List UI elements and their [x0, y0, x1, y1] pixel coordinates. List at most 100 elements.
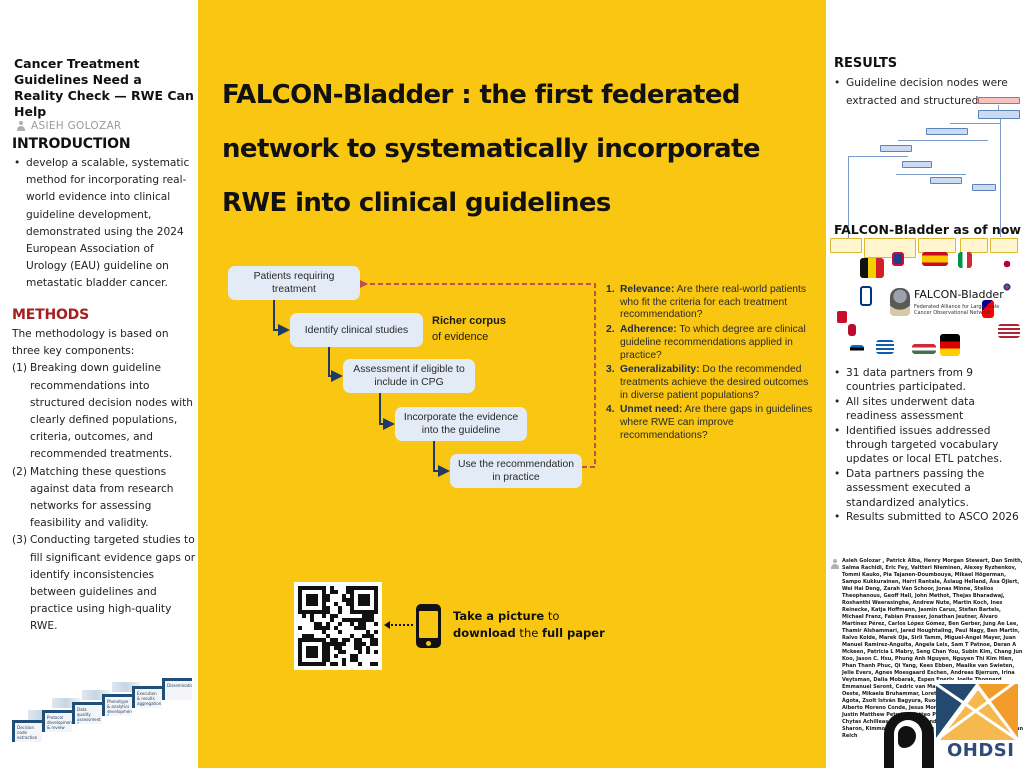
qr-module [362, 634, 366, 638]
qr-module [358, 662, 362, 666]
qr-module [366, 630, 370, 634]
stair-step: Data quality assessment & harmonization [72, 702, 102, 724]
flag-korea [1000, 280, 1014, 294]
flag-japan [1000, 258, 1014, 270]
qr-module [374, 662, 378, 666]
qr-module [302, 638, 306, 642]
tree-node [926, 128, 968, 135]
qr-module [354, 658, 358, 662]
qr-module [362, 622, 366, 626]
qr-module [298, 594, 302, 598]
qr-module [298, 654, 302, 658]
results-heading: RESULTS [834, 56, 898, 71]
qr-module [366, 610, 370, 614]
qr-module [370, 638, 374, 642]
cta-full-paper: full paper [541, 626, 605, 640]
question-text: To which degree are clinical guideline r… [620, 324, 806, 361]
tree-edge [1000, 119, 1001, 237]
qr-module [326, 610, 330, 614]
qr-module [326, 598, 330, 602]
question-term: Generalizability: [620, 364, 700, 376]
flow-arrow [433, 441, 450, 477]
methods-item-number: (1) [12, 362, 28, 375]
qr-module [374, 594, 378, 598]
qr-module [310, 594, 314, 598]
qr-module [358, 638, 362, 642]
qr-module [298, 590, 302, 594]
flag-greece [876, 340, 894, 354]
qr-module [298, 602, 302, 606]
step-thumbnail [112, 682, 140, 692]
stair-step: Dissemination [162, 678, 192, 700]
question-text: Do the recommended treatments achieve th… [620, 364, 809, 401]
qr-module [342, 658, 346, 662]
download-cta: Take a picture to download the full pape… [453, 608, 605, 642]
qr-code[interactable] [294, 582, 382, 670]
qr-module [374, 610, 378, 614]
flow-step-incorporate: Incorporate the evidence into the guidel… [395, 407, 527, 441]
tree-node [978, 110, 1020, 119]
question-item: 1.Relevance: Are there real-world patien… [606, 284, 816, 322]
tree-edge [998, 105, 999, 110]
methods-item: (1)Breaking down guideline recommendatio… [12, 360, 198, 463]
qr-module [358, 642, 362, 646]
author-name[interactable]: ASIEH GOLOZAR [31, 120, 122, 132]
qr-module [350, 606, 354, 610]
qr-module [370, 586, 374, 590]
qr-module [338, 642, 342, 646]
qr-module [298, 626, 302, 630]
qr-module [374, 590, 378, 594]
cta-to: to [544, 609, 560, 623]
flow-arrow [273, 300, 290, 336]
qr-module [374, 638, 378, 642]
question-text: Are there real-world patients who fit th… [620, 284, 807, 321]
introduction-bullet: develop a scalable, systematic method fo… [12, 155, 196, 293]
qr-module [342, 638, 346, 642]
qr-module [318, 622, 322, 626]
qr-module [310, 586, 314, 590]
qr-module [302, 634, 306, 638]
qr-module [354, 626, 358, 630]
qr-module [342, 650, 346, 654]
author-line: ASIEH GOLOZAR [16, 120, 122, 132]
qr-module [338, 646, 342, 650]
question-number: 2. [606, 324, 615, 336]
qr-module [350, 622, 354, 626]
richer-corpus-rest: of evidence [432, 331, 489, 343]
qr-module [346, 598, 350, 602]
institution-logo [884, 712, 934, 768]
qr-module [330, 586, 334, 590]
qr-module [362, 602, 366, 606]
qr-module [350, 610, 354, 614]
results-bullet: Guideline decision nodes were extracted … [832, 74, 1018, 110]
qr-module [370, 642, 374, 646]
tree-edge [950, 123, 1000, 124]
qr-module [326, 606, 330, 610]
qr-module [334, 626, 338, 630]
qr-module [318, 586, 322, 590]
qr-module [298, 586, 302, 590]
flag-norway [848, 324, 856, 336]
qr-module [350, 594, 354, 598]
tree-node [902, 161, 932, 168]
qr-module [342, 594, 346, 598]
cta-the: the [515, 626, 542, 640]
qr-module [306, 634, 310, 638]
question-text: Are there gaps in guidelines where RWE c… [620, 404, 813, 441]
qr-module [306, 654, 310, 658]
qr-module [374, 650, 378, 654]
qr-module [322, 586, 326, 590]
flag-spain [922, 252, 948, 266]
qr-module [358, 626, 362, 630]
question-number: 4. [606, 404, 615, 416]
qr-module [306, 594, 310, 598]
qr-module [366, 602, 370, 606]
qr-code-pattern [298, 586, 378, 666]
qr-module [338, 610, 342, 614]
qr-module [342, 662, 346, 666]
qr-module [362, 618, 366, 622]
qr-module [350, 586, 354, 590]
qr-module [306, 586, 310, 590]
qr-module [322, 662, 326, 666]
qr-module [358, 646, 362, 650]
